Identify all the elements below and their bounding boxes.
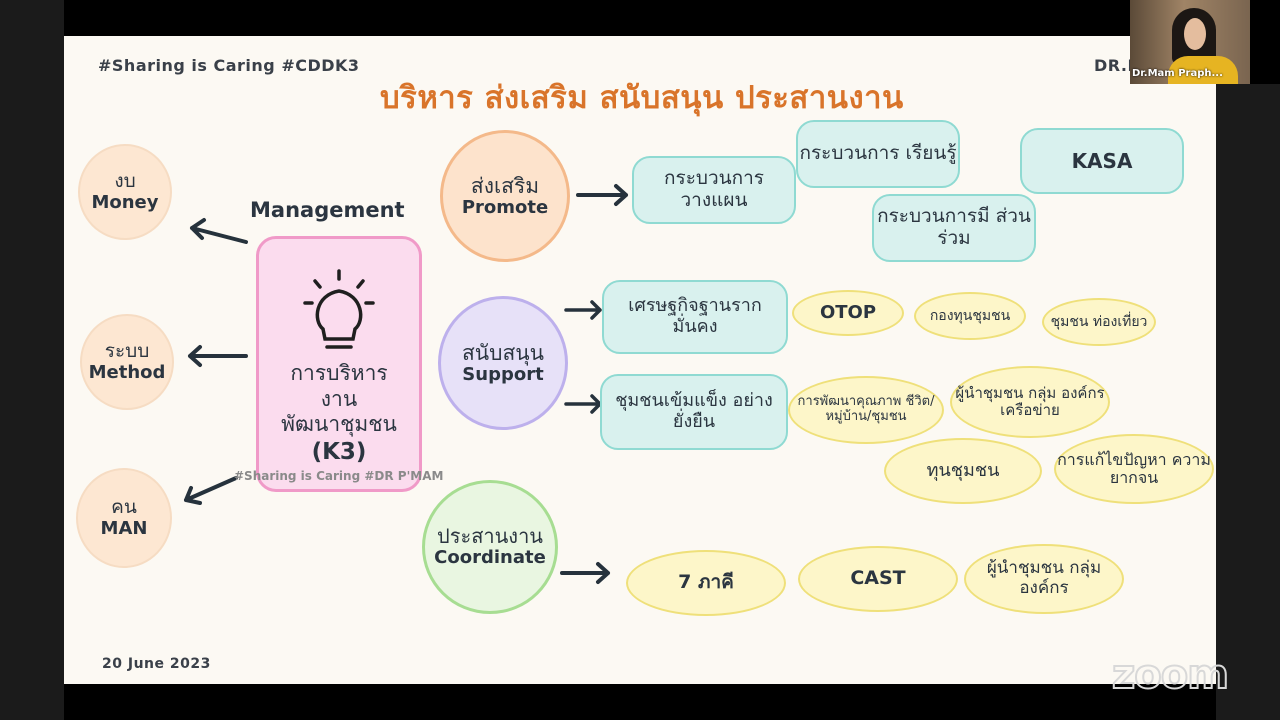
- promote-circle: ส่งเสริม Promote: [440, 130, 570, 262]
- center-line-3: พัฒนาชุมชน: [281, 412, 397, 437]
- right-dark-margin: [1216, 84, 1280, 720]
- left-dark-margin: [0, 0, 64, 720]
- promote-th-label: ส่งเสริม: [470, 173, 540, 198]
- participant-video-tile[interactable]: Dr.Mam Praph...: [1130, 0, 1250, 84]
- slide-date: 20 June 2023: [102, 656, 211, 672]
- man-en-label: MAN: [100, 517, 148, 539]
- hashtag-text: #Sharing is Caring #CDDK3: [98, 56, 360, 75]
- coordinate-item-cast: CAST: [798, 546, 958, 612]
- watermark-text: #Sharing is Caring #DR P'MAM: [234, 469, 444, 483]
- tag-quality-of-life: การพัฒนาคุณภาพ ชีวิต/หมู่บ้าน/ชุมชน: [788, 376, 944, 444]
- zoom-logo: zoom: [1111, 651, 1230, 699]
- support-en-label: Support: [462, 363, 544, 385]
- shared-slide: #Sharing is Caring #CDDK3 DR.P' บริหาร ส…: [64, 36, 1216, 684]
- promote-en-label: Promote: [461, 196, 549, 218]
- tag-community-fund: กองทุนชุมชน: [914, 292, 1026, 340]
- method-circle: ระบบ Method: [80, 314, 174, 410]
- coordinate-item-7-partners: 7 ภาคี: [626, 550, 786, 616]
- arrow-to-method: [188, 345, 248, 367]
- center-k3-box: การบริหาร งาน พัฒนาชุมชน (K3): [256, 236, 422, 492]
- lightbulb-icon: [303, 269, 375, 349]
- money-th-label: งบ: [114, 169, 136, 192]
- support-item-economy: เศรษฐกิจฐานราก มั่นคง: [602, 280, 788, 354]
- arrow-support-1: [564, 300, 602, 320]
- method-en-label: Method: [88, 361, 166, 383]
- arrow-support-2: [564, 394, 602, 414]
- coordinate-circle: ประสานงาน Coordinate: [422, 480, 558, 614]
- man-circle: คน MAN: [76, 468, 172, 568]
- support-th-label: สนับสนุน: [461, 340, 545, 365]
- support-item-community: ชุมชนเข้มแข็ง อย่างยั่งยืน: [600, 374, 788, 450]
- promote-item-planning: กระบวนการ วางแผน: [632, 156, 796, 224]
- tag-community-tourism: ชุมชน ท่องเที่ยว: [1042, 298, 1156, 346]
- promote-item-participation: กระบวนการมี ส่วนร่วม: [872, 194, 1036, 262]
- man-th-label: คน: [111, 495, 137, 518]
- promote-item-learning: กระบวนการ เรียนรู้: [796, 120, 960, 188]
- participant-shirt: [1168, 56, 1238, 84]
- coordinate-en-label: Coordinate: [434, 547, 546, 569]
- slide-title: บริหาร ส่งเสริม สนับสนุน ประสานงาน: [380, 80, 904, 116]
- coordinate-th-label: ประสานงาน: [437, 524, 543, 549]
- center-line-2: งาน: [320, 386, 358, 411]
- center-line-4: (K3): [311, 438, 367, 465]
- center-line-1: การบริหาร: [290, 361, 388, 385]
- tag-community-capital: ทุนชุมชน: [884, 438, 1042, 504]
- arrow-to-money: [190, 218, 248, 244]
- tag-otop: OTOP: [792, 290, 904, 336]
- arrow-promote: [576, 184, 628, 206]
- method-th-label: ระบบ: [104, 339, 150, 362]
- promote-item-kasa: KASA: [1020, 128, 1184, 194]
- bottom-dark-bar: [64, 684, 1216, 720]
- money-circle: งบ Money: [78, 144, 172, 240]
- arrow-to-man: [184, 476, 238, 505]
- coordinate-item-leaders: ผู้นำชุมชน กลุ่ม องค์กร: [964, 544, 1124, 614]
- participant-name: Dr.Mam Praph...: [1132, 68, 1223, 79]
- money-en-label: Money: [91, 191, 159, 213]
- arrow-coordinate: [560, 562, 610, 584]
- tag-leaders-network: ผู้นำชุมชน กลุ่ม องค์กร เครือข่าย: [950, 366, 1110, 438]
- management-label: Management: [250, 198, 405, 222]
- support-circle: สนับสนุน Support: [438, 296, 568, 430]
- tag-poverty-solving: การแก้ไขปัญหา ความยากจน: [1054, 434, 1214, 504]
